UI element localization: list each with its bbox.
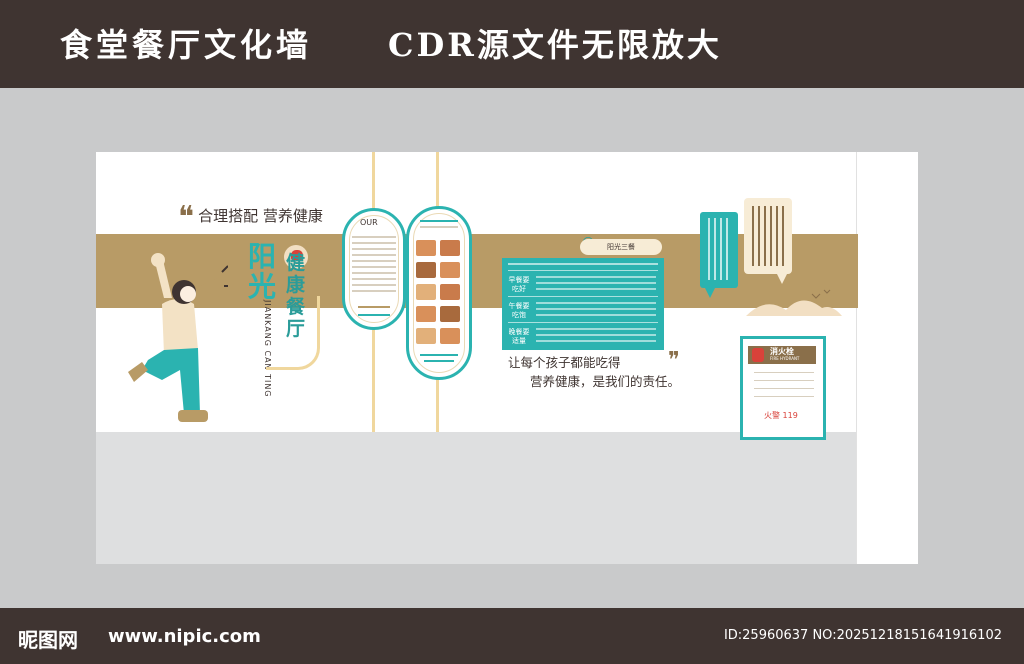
speech-bubble-tail <box>704 286 716 298</box>
meal-label-dinner: 晚餐要适量 <box>508 328 530 345</box>
text-line <box>352 242 396 244</box>
footer-line <box>420 354 458 356</box>
text-line <box>352 278 396 280</box>
bottom-slogan-line1: 让每个孩子都能吃得 <box>508 355 621 370</box>
pill-left-title: OUR <box>360 218 378 227</box>
panel-center-header: 阳光三餐 <box>580 239 662 255</box>
mountain-bird-decoration <box>746 289 842 316</box>
hydrant-subtitle: FIRE HYDRANT <box>770 356 800 361</box>
wall-base <box>96 432 856 564</box>
text-line <box>782 206 784 266</box>
text-line <box>536 282 656 284</box>
pill-inner-border <box>349 215 399 323</box>
meal-label-lunch: 午餐要吃饱 <box>508 302 530 319</box>
text-line <box>352 236 396 238</box>
text-line <box>754 396 814 397</box>
site-url[interactable]: www.nipic.com <box>108 626 261 647</box>
info-pill-panel-left <box>342 208 406 330</box>
top-banner: 食堂餐厅文化墙 CDR源文件无限放大 <box>0 0 1024 88</box>
meal-label-breakfast: 早餐要吃好 <box>508 276 530 293</box>
watermark-bar: 昵图网 www.nipic.com ID:25960637 NO:2025121… <box>0 608 1024 664</box>
text-line <box>536 334 656 336</box>
text-line <box>708 218 710 280</box>
text-line <box>776 206 778 266</box>
hand <box>151 253 165 267</box>
cheering-girl-illustration <box>128 253 228 422</box>
text-line <box>536 276 656 278</box>
wall-right-side <box>856 152 918 564</box>
text-line <box>754 372 814 373</box>
speech-bubble-tail <box>776 272 788 284</box>
big-title: 阳光 <box>248 240 277 303</box>
text-line <box>754 380 814 381</box>
text-line <box>352 290 396 292</box>
top-slogan: ❝合理搭配 营养健康 <box>178 200 323 235</box>
torso <box>162 299 198 354</box>
text-line <box>754 388 814 389</box>
text-line <box>758 206 760 266</box>
text-line <box>352 248 396 250</box>
board-rule <box>508 322 658 323</box>
text-line <box>420 226 458 228</box>
text-line <box>536 288 656 290</box>
star-row <box>358 306 390 308</box>
text-line <box>714 218 716 280</box>
food-photo <box>440 284 460 300</box>
text-line <box>352 284 396 286</box>
food-photo <box>416 306 436 322</box>
board-rule <box>508 296 658 297</box>
text-line <box>720 218 722 280</box>
banner-title: 食堂餐厅文化墙 <box>60 26 313 64</box>
text-line <box>752 206 754 266</box>
hydrant-title: 消火栓 <box>770 347 794 356</box>
site-logo: 昵图网 <box>18 628 78 652</box>
food-photo <box>440 240 460 256</box>
footer-line <box>424 360 454 362</box>
text-line <box>536 302 656 304</box>
food-photo <box>440 306 460 322</box>
megaphone <box>196 276 222 298</box>
food-photo <box>416 240 436 256</box>
image-id: ID:25960637 NO:20251218151641916102 <box>723 628 1002 643</box>
food-photo <box>440 328 460 344</box>
text-line <box>352 260 396 262</box>
text-line <box>770 206 772 266</box>
pill-right-heading <box>420 220 458 222</box>
text-line <box>536 340 656 342</box>
face <box>180 286 196 302</box>
food-photo <box>416 262 436 278</box>
banner-subtitle: CDR源文件无限放大 <box>388 26 722 64</box>
shoe-left <box>128 362 148 382</box>
pill-inner-border <box>413 213 465 373</box>
food-photo <box>440 262 460 278</box>
text-line <box>726 218 728 280</box>
text-line <box>352 272 396 274</box>
board-rule <box>508 270 658 271</box>
closing-quote-icon: ❞ <box>668 348 680 373</box>
shoe-right <box>178 410 208 422</box>
decorative-bracket <box>266 296 320 370</box>
text-line <box>764 206 766 266</box>
speech-bubble-teal <box>700 212 738 288</box>
hydrant-phone: 火警 119 <box>764 411 798 420</box>
pants <box>142 348 200 414</box>
text-line <box>536 314 656 316</box>
text-line <box>352 266 396 268</box>
food-photo <box>416 328 436 344</box>
text-line <box>352 254 396 256</box>
food-photo <box>416 284 436 300</box>
bottom-slogan-line2: 营养健康，是我们的责任。 <box>530 374 681 389</box>
hydrant-header <box>748 346 816 364</box>
footer-line <box>358 314 390 316</box>
text-line <box>536 328 656 330</box>
text-line <box>536 308 656 310</box>
board-intro-line <box>508 263 658 265</box>
hydrant-icon <box>752 348 764 362</box>
quote-icon: ❝ <box>178 200 195 235</box>
logo-mark-icon <box>291 250 303 260</box>
